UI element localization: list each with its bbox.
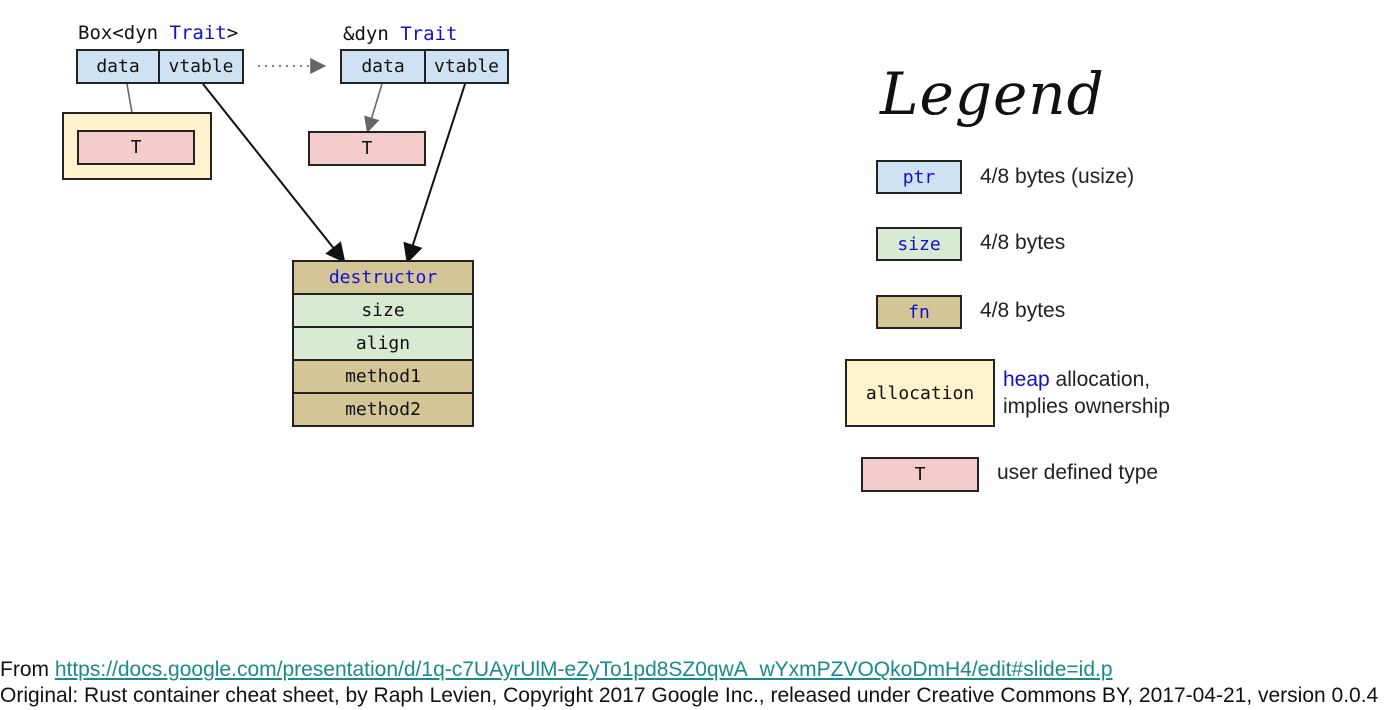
legend-fn-swatch: fn	[876, 295, 962, 329]
ref-target-type: T	[308, 131, 426, 166]
legend-ptr-swatch: ptr	[876, 160, 962, 194]
footer-attribution: Original: Rust container cheat sheet, by…	[0, 684, 1379, 707]
box-dyn-trait-label: Box<dyn Trait>	[78, 22, 239, 44]
arrow-ref-vtable-to-vtable	[403, 83, 466, 264]
legend-size-desc: 4/8 bytes	[980, 231, 1066, 254]
legend-user-type-desc: user defined type	[997, 461, 1159, 484]
box-vtable-field: vtable	[158, 49, 244, 84]
arrow-ref-data-to-t	[364, 83, 383, 134]
vtable-align: align	[292, 326, 474, 361]
vtable-method1: method1	[292, 359, 474, 394]
ref-dyn-trait-label: &dyn Trait	[343, 23, 458, 45]
footer-source: From https://docs.google.com/presentatio…	[0, 658, 1113, 681]
arrow-box-vtable-to-vtable	[202, 83, 346, 264]
box-data-field: data	[76, 49, 160, 84]
legend-ptr-desc: 4/8 bytes (usize)	[980, 165, 1135, 188]
legend-allocation-swatch: allocation	[845, 359, 995, 427]
footer-source-link[interactable]: https://docs.google.com/presentation/d/1…	[54, 658, 1113, 681]
legend-size-swatch: size	[876, 227, 962, 261]
legend-user-type-swatch: T	[861, 457, 979, 492]
ref-vtable-field: vtable	[424, 49, 509, 84]
vtable-size: size	[292, 293, 474, 328]
ref-data-field: data	[340, 49, 426, 84]
legend-fn-desc: 4/8 bytes	[980, 299, 1066, 322]
legend-allocation-desc: heap allocation,implies ownership	[1003, 368, 1170, 418]
vtable-method2: method2	[292, 392, 474, 427]
legend-title: Legend	[880, 60, 1105, 128]
vtable-destructor: destructor	[292, 260, 474, 295]
box-target-type: T	[77, 130, 195, 165]
